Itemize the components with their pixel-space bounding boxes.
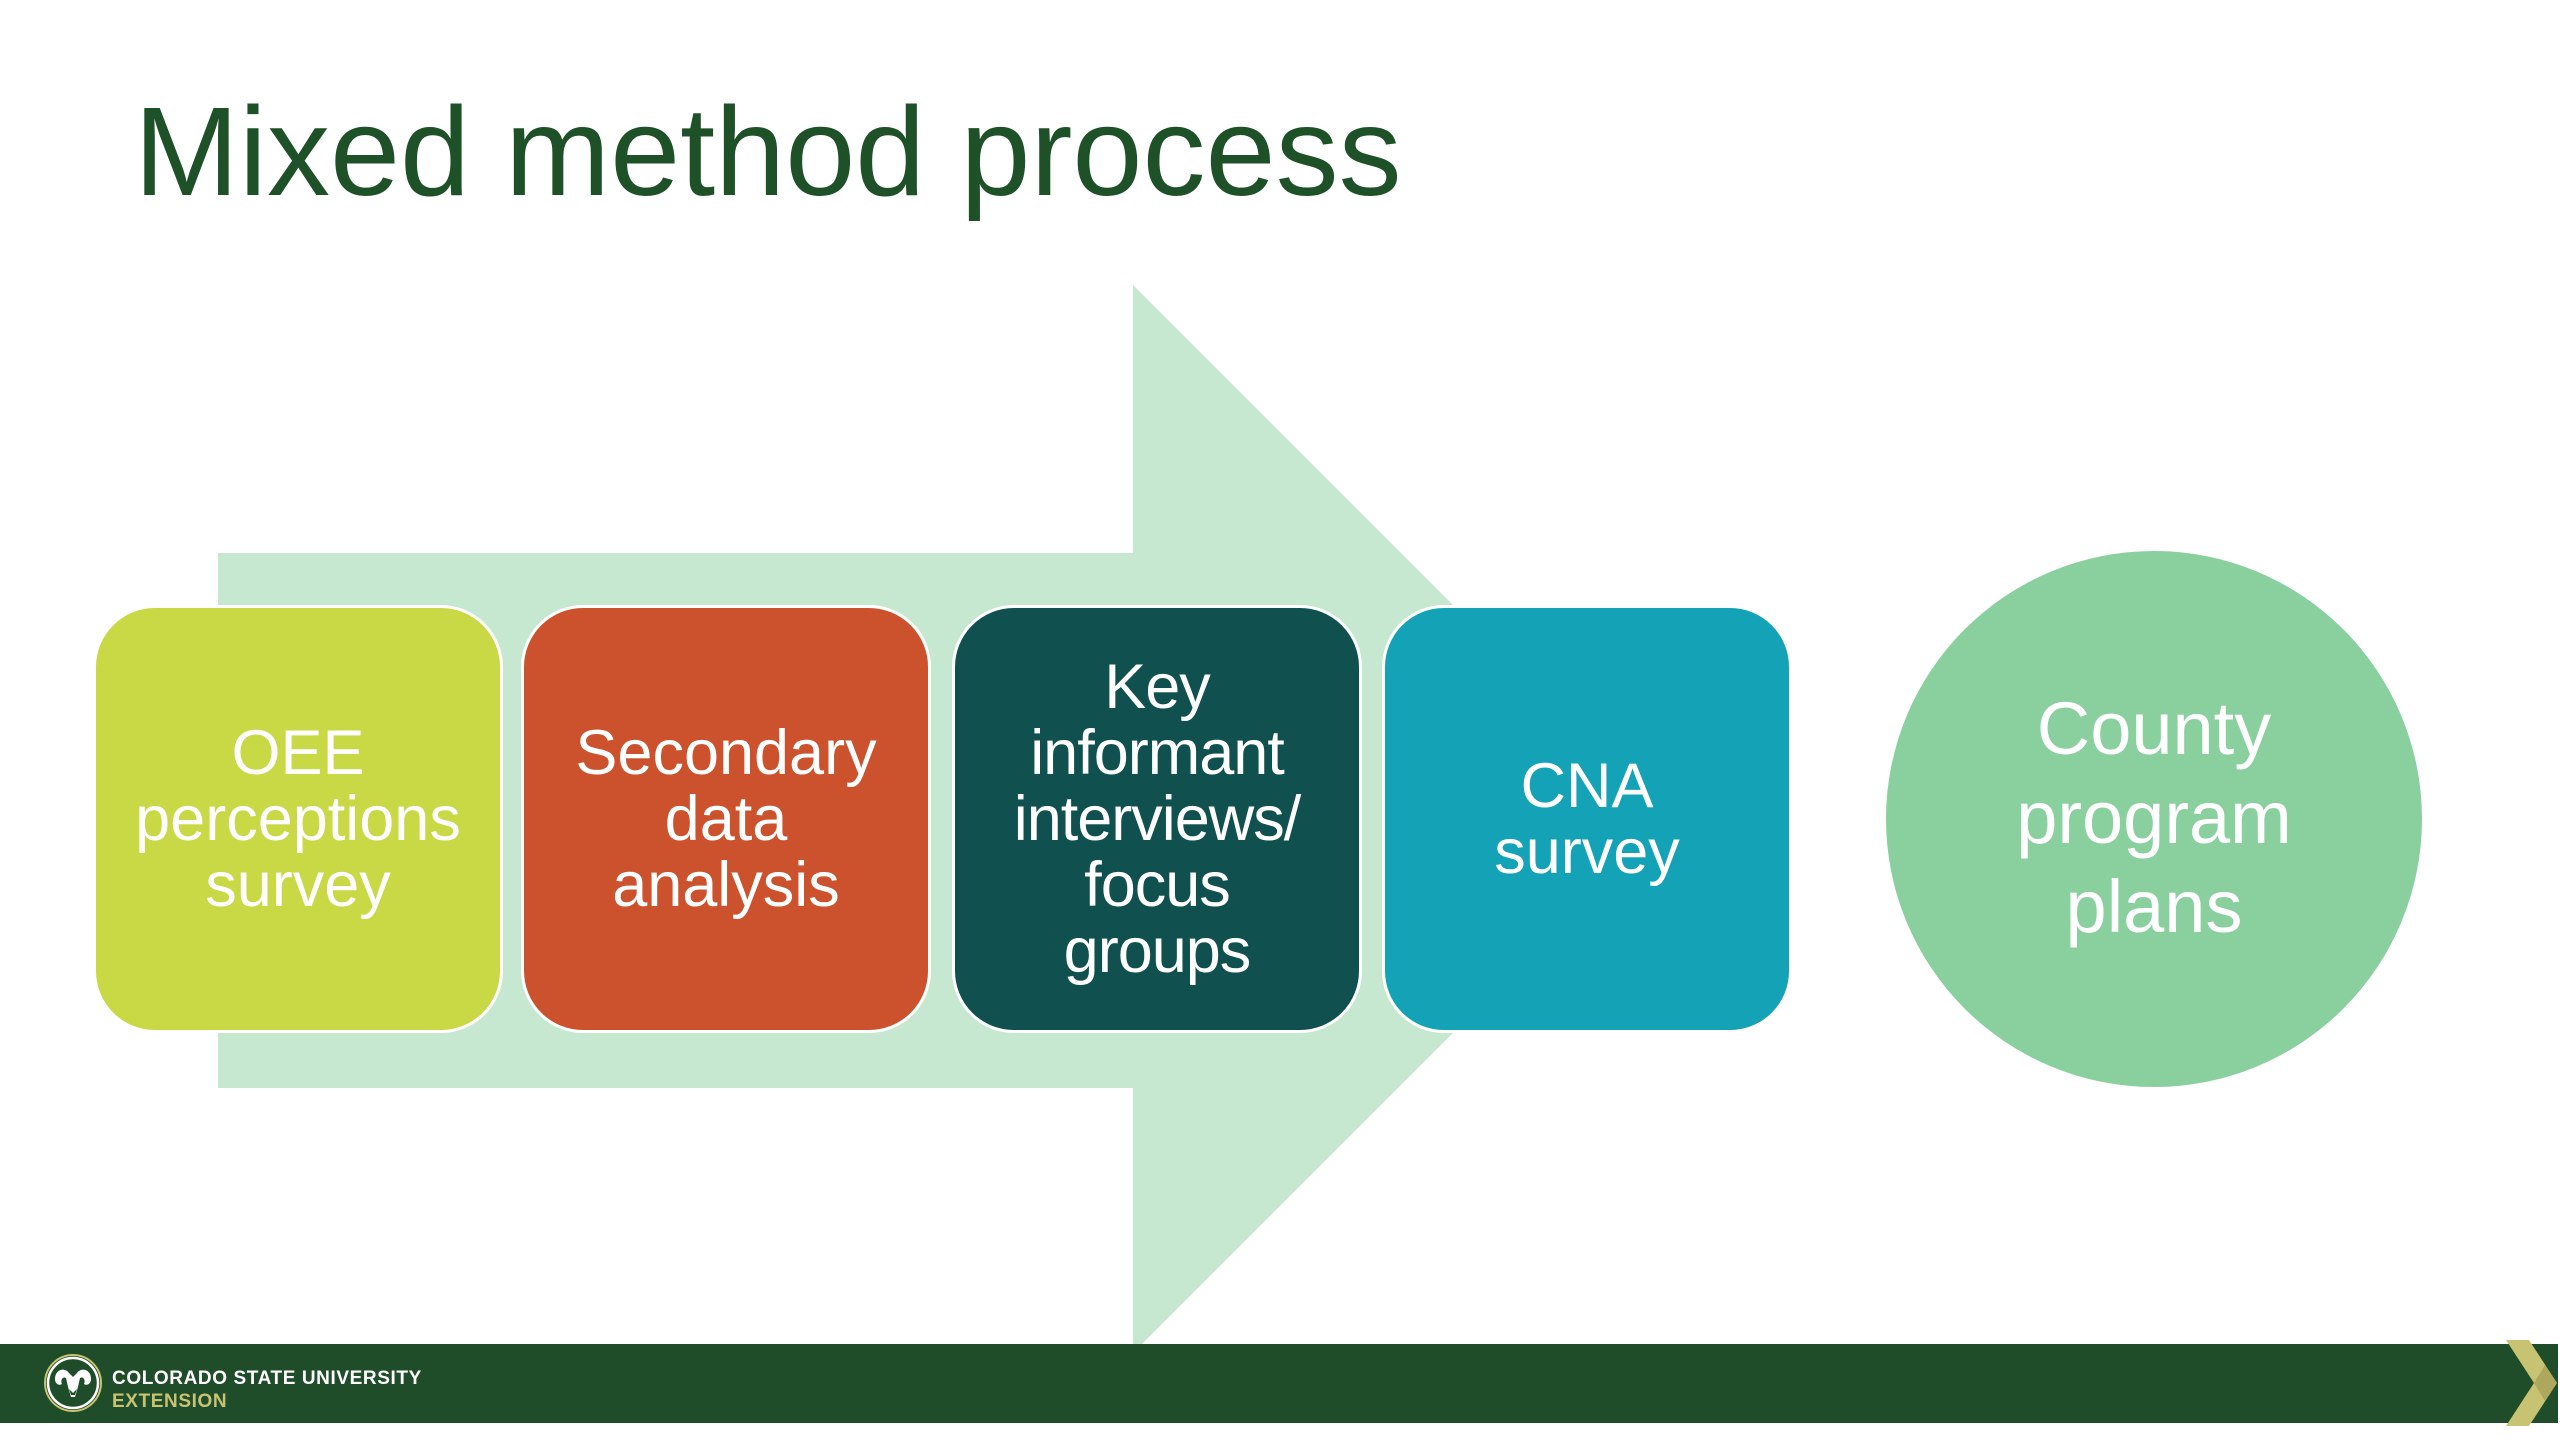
step-box-secondary-data: Secondary data analysis	[521, 605, 931, 1033]
step-label: CNA survey	[1494, 751, 1680, 887]
chevron-right-icon[interactable]	[2496, 1336, 2560, 1430]
outcome-circle: County program plans	[1886, 551, 2422, 1087]
footer-org-name: COLORADO STATE UNIVERSITY	[112, 1368, 422, 1389]
step-box-cna-survey: CNA survey	[1382, 605, 1792, 1033]
step-label: Secondary data analysis	[575, 718, 877, 920]
slide-title: Mixed method process	[134, 81, 1402, 222]
step-box-key-informant: Key informant interviews/ focus groups	[952, 605, 1362, 1033]
step-box-oee-survey: OEE perceptions survey	[93, 605, 503, 1033]
outcome-label: County program plans	[2016, 686, 2292, 948]
step-label: Key informant interviews/ focus groups	[1013, 652, 1302, 986]
step-label: OEE perceptions survey	[135, 718, 461, 920]
process-arrow-shape	[218, 285, 1667, 1353]
footer-unit-name: EXTENSION	[112, 1391, 228, 1412]
ram-head-logo-icon	[44, 1354, 102, 1412]
footer-bar	[0, 1344, 2558, 1423]
